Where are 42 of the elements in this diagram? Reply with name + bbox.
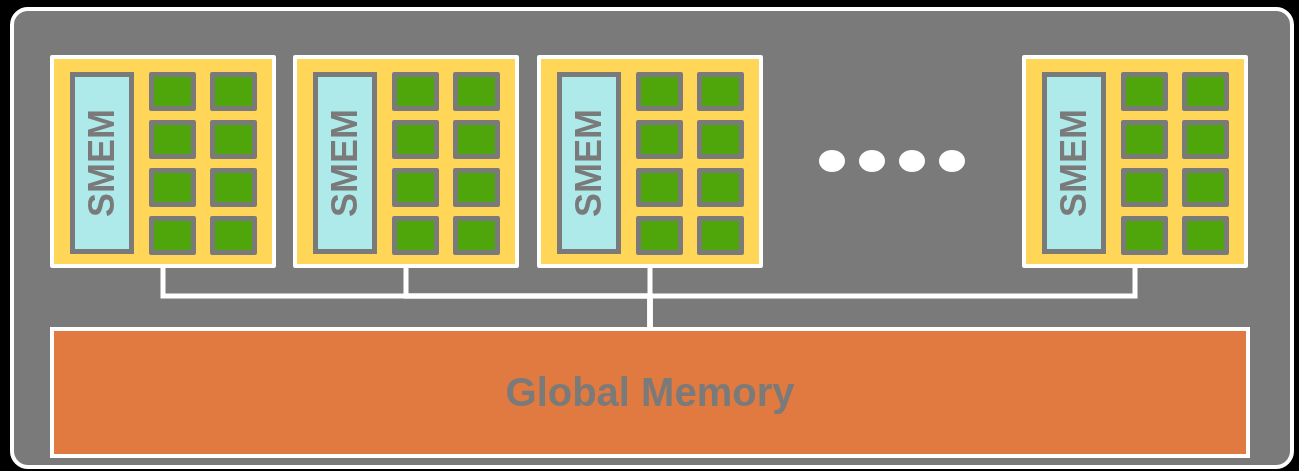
core-square [453, 216, 500, 255]
core-square [1182, 216, 1229, 255]
multiprocessor-box [293, 55, 519, 268]
core-square [697, 168, 744, 207]
core-square [1182, 168, 1229, 207]
multiprocessor-box [1022, 55, 1248, 268]
core-square [392, 120, 439, 159]
core-square [210, 120, 257, 159]
global-memory-bar: Global Memory [50, 327, 1250, 458]
core-square [453, 72, 500, 111]
core-square [1121, 120, 1168, 159]
shared-memory-block: SMEM [70, 72, 134, 254]
core-square [636, 72, 683, 111]
core-square [210, 168, 257, 207]
core-square [149, 216, 196, 255]
core-square [149, 72, 196, 111]
core-square [1182, 120, 1229, 159]
core-square [697, 216, 744, 255]
core-square [636, 216, 683, 255]
shared-memory-block: SMEM [313, 72, 377, 254]
core-square [697, 72, 744, 111]
core-square [392, 168, 439, 207]
bus-line [647, 268, 1138, 327]
core-square [1182, 72, 1229, 111]
core-square [636, 168, 683, 207]
core-square [1121, 72, 1168, 111]
core-square [210, 216, 257, 255]
core-square [149, 120, 196, 159]
core-square [453, 120, 500, 159]
multiprocessor-box [50, 55, 276, 268]
core-square [453, 168, 500, 207]
shared-memory-block: SMEM [1042, 72, 1106, 254]
shared-memory-block: SMEM [557, 72, 621, 254]
core-square [697, 120, 744, 159]
multiprocessor-box [537, 55, 763, 268]
core-square [149, 168, 196, 207]
core-square [210, 72, 257, 111]
core-square [1121, 216, 1168, 255]
core-square [392, 72, 439, 111]
core-square [636, 120, 683, 159]
core-square [1121, 168, 1168, 207]
core-square [392, 216, 439, 255]
